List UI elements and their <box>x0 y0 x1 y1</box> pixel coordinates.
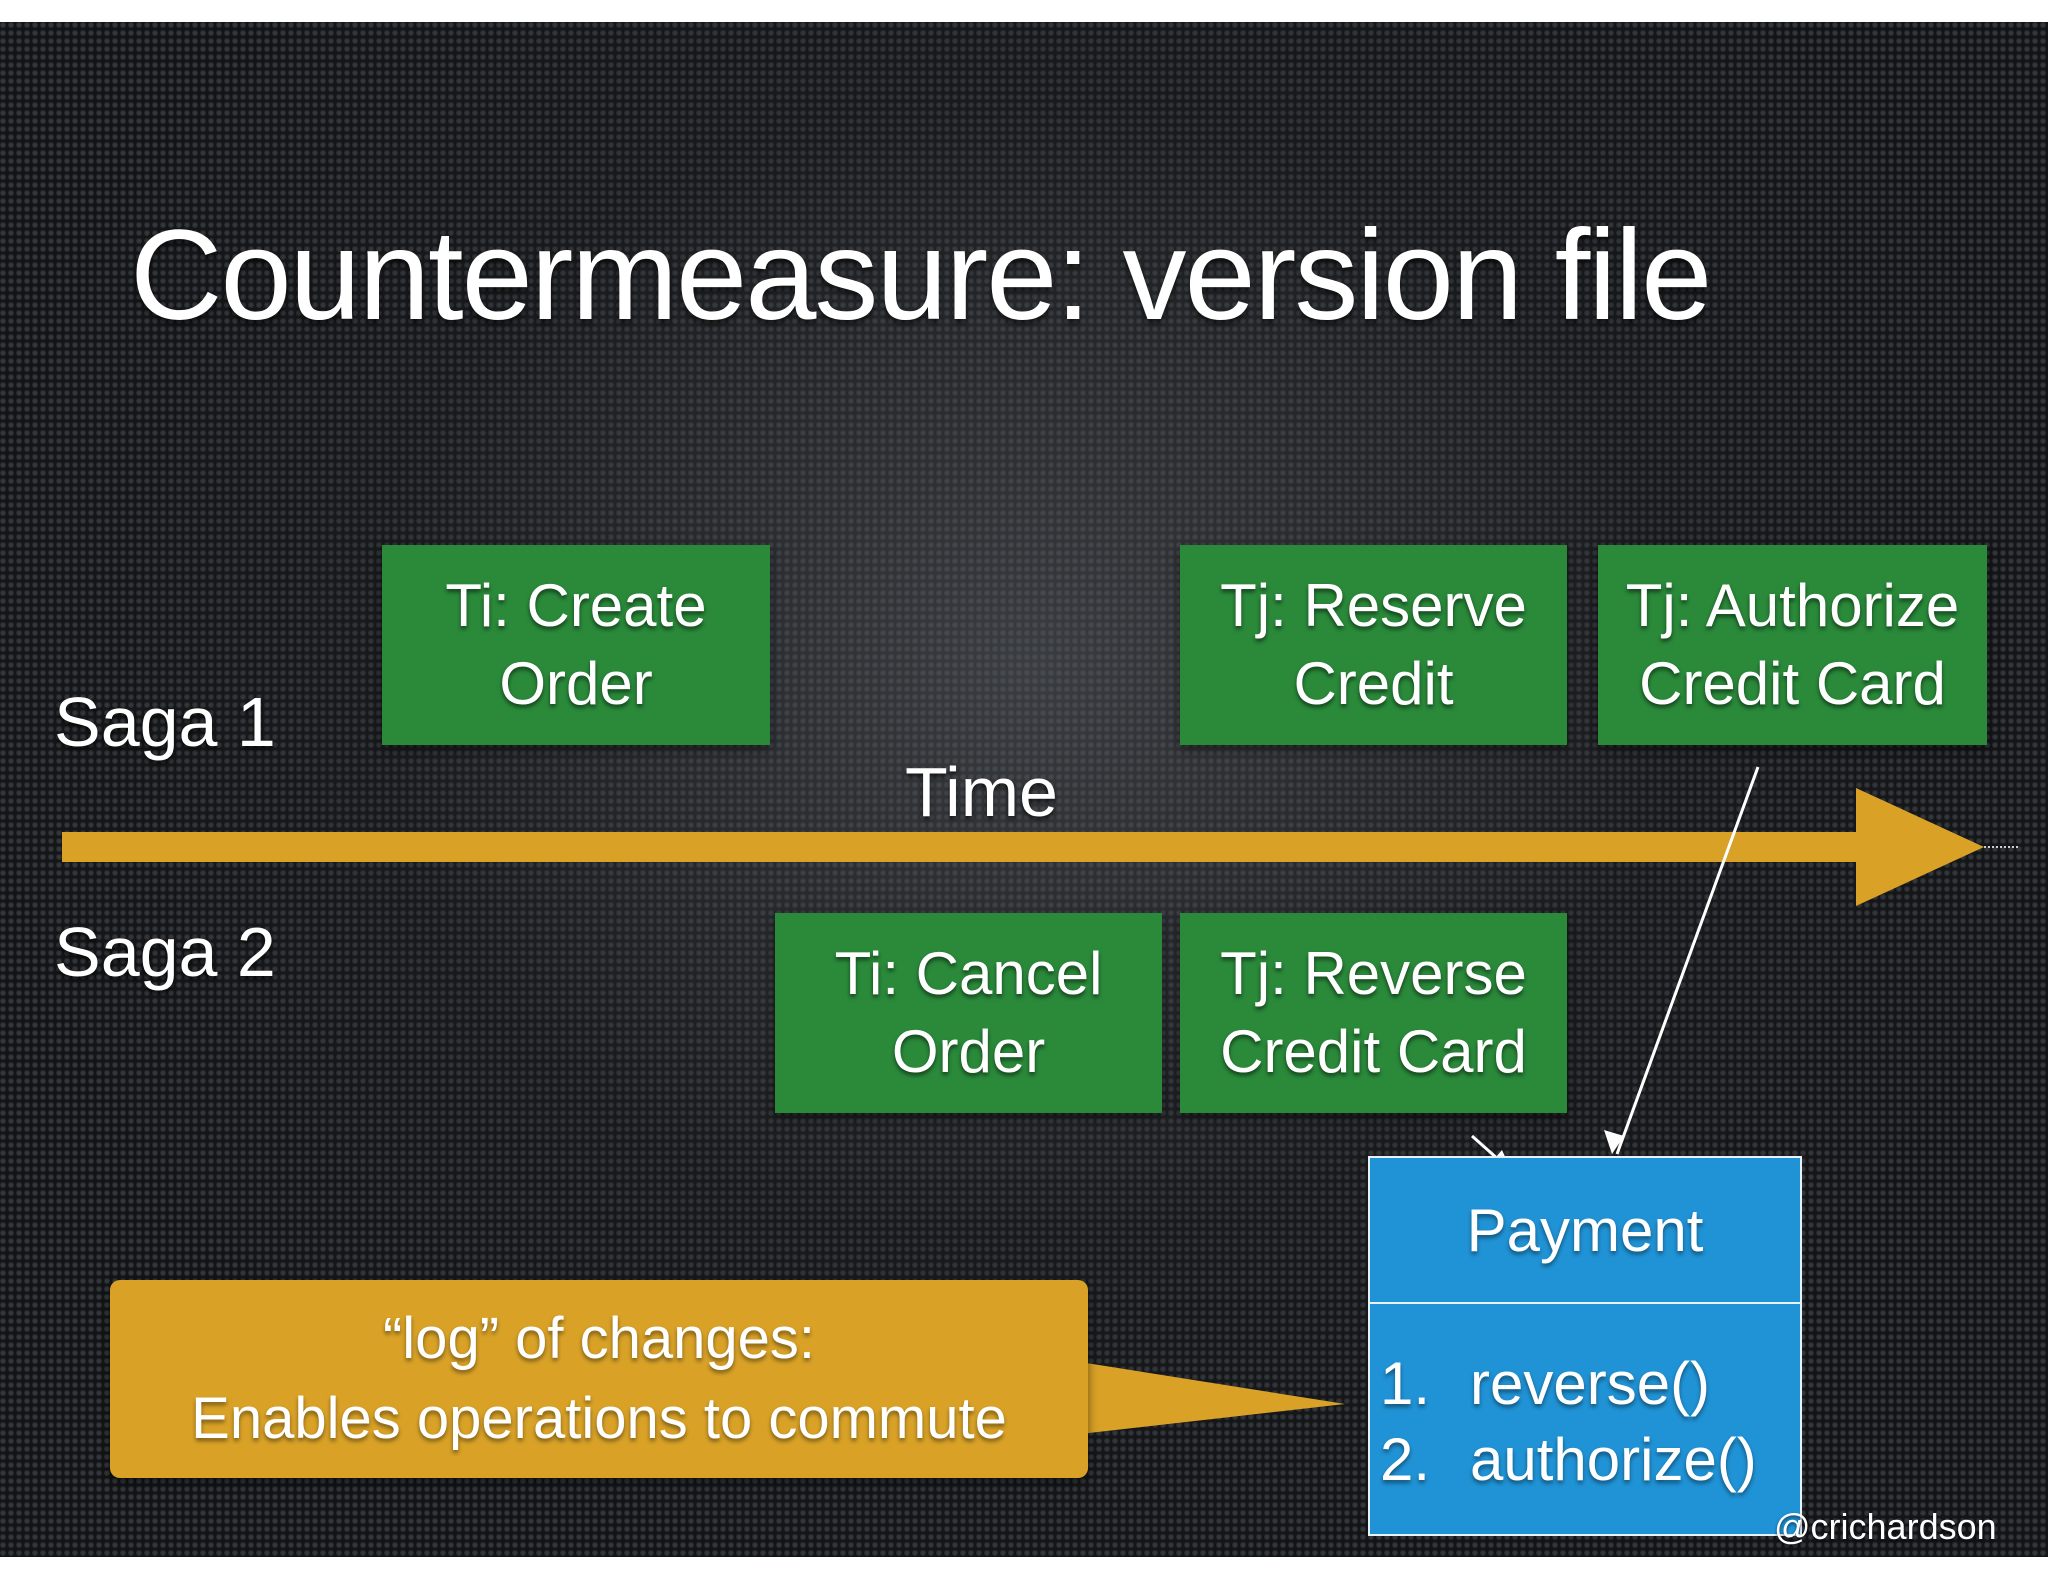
authorize-to-payment-connector <box>1615 766 1760 1155</box>
step-label-line1: Tj: Authorize <box>1625 572 1960 639</box>
step-reserve-credit: Tj: Reserve Credit <box>1180 545 1567 745</box>
step-label-line1: Tj: Reserve <box>1220 572 1527 639</box>
callout-pointer <box>1080 1362 1345 1434</box>
step-cancel-order: Ti: Cancel Order <box>775 913 1162 1113</box>
saga-2-label: Saga 2 <box>54 913 276 991</box>
payment-title: Payment <box>1370 1158 1800 1304</box>
step-label-line2: Order <box>891 1018 1046 1085</box>
step-label-line2: Credit <box>1293 650 1454 717</box>
callout-line1: “log” of changes: <box>382 1306 816 1371</box>
timeline-arrowhead <box>1856 788 1984 906</box>
callout-line2: Enables operations to commute <box>191 1386 1007 1451</box>
step-label-line2: Credit Card <box>1639 650 1946 717</box>
authorize-connector-arrowhead <box>1604 1130 1624 1154</box>
operation-name: reverse() <box>1470 1350 1711 1417</box>
saga-1-label: Saga 1 <box>54 683 276 761</box>
operation-number: 2. <box>1380 1426 1431 1493</box>
step-label-line2: Credit Card <box>1220 1018 1527 1085</box>
step-reverse-credit-card: Tj: Reverse Credit Card <box>1180 913 1567 1113</box>
log-of-changes-callout: “log” of changes: Enables operations to … <box>110 1280 1088 1478</box>
slide-title: Countermeasure: version file <box>130 204 1712 347</box>
author-handle: @crichardson <box>1774 1506 1997 1547</box>
payment-operation: 2. authorize() <box>1380 1422 1800 1498</box>
operation-name: authorize() <box>1470 1426 1757 1493</box>
step-label-line1: Tj: Reverse <box>1220 940 1527 1007</box>
payment-entity: Payment 1. reverse() 2. authorize() <box>1368 1156 1802 1536</box>
step-label-line1: Ti: Cancel <box>834 940 1103 1007</box>
payment-operation-list: 1. reverse() 2. authorize() <box>1370 1304 1800 1498</box>
step-label-line1: Ti: Create <box>445 572 707 639</box>
operation-number: 1. <box>1380 1350 1431 1417</box>
step-authorize-credit-card: Tj: Authorize Credit Card <box>1598 545 1987 745</box>
step-label-line2: Order <box>499 650 653 717</box>
timeline-label: Time <box>905 753 1058 831</box>
slide: Countermeasure: version file Saga 1 Saga… <box>0 22 2048 1557</box>
payment-operation: 1. reverse() <box>1380 1346 1800 1422</box>
timeline-bar <box>62 832 1862 862</box>
step-create-order: Ti: Create Order <box>382 545 770 745</box>
